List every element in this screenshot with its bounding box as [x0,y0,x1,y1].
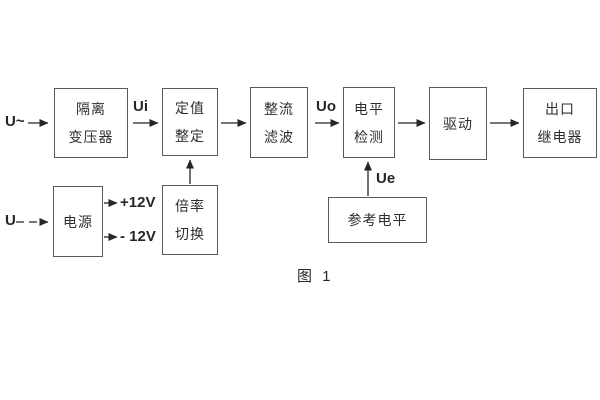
block-text: 滤波 [264,128,294,145]
block-output-relay: 出口 继电器 [523,88,597,158]
block-level-detect: 电平 检测 [343,87,395,158]
block-text: 切换 [175,226,205,242]
block-text: 整流 [264,100,294,117]
block-reference-level: 参考电平 [328,197,427,243]
label-ui: Ui [133,98,148,115]
block-text: 电源 [63,213,93,230]
block-text: 定值 [175,100,205,116]
block-text: 出口 [545,101,575,117]
figure-caption: 图 1 [297,268,334,285]
block-text: 参考电平 [347,212,408,228]
label-uo: Uo [316,98,336,115]
block-text: 变压器 [68,129,114,145]
label-ue: Ue [376,170,396,187]
block-text: 电平 [354,100,384,117]
block-text: 整定 [175,128,205,144]
block-text: 继电器 [537,129,583,145]
block-ratio-switch: 倍率 切换 [162,185,218,255]
label-ac-input: U~ [5,113,25,130]
label-minus12v: - 12V [120,228,156,245]
block-drive: 驱动 [429,87,487,160]
block-rectify-filter: 整流 滤波 [250,87,308,158]
block-text: 隔离 [76,101,106,117]
block-text: 倍率 [175,198,205,214]
label-dc-input: U [5,212,16,229]
block-text: 检测 [354,128,384,145]
block-power-supply: 电源 [53,186,103,257]
block-text: 驱动 [443,115,473,132]
block-isolation-transformer: 隔离 变压器 [54,88,128,158]
block-setting-adjust: 定值 整定 [162,88,218,156]
label-plus12v: +12V [120,194,156,211]
